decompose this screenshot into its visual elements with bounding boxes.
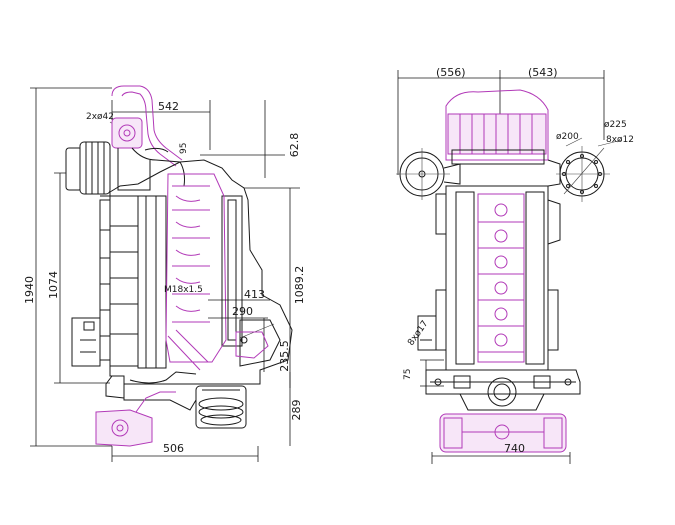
- front-base: [425, 369, 581, 411]
- side-oil-cooler: [95, 391, 176, 447]
- dim-top-offset: 62.8: [288, 133, 301, 158]
- dim-thread: M18x1.5: [164, 285, 203, 295]
- dim-bolt-holes: 2xø42: [86, 112, 114, 122]
- side-view: 1940 1074 542 2xø42 95 62.8: [23, 85, 306, 462]
- dim-bottom-740: 740: [504, 442, 525, 455]
- front-engine-block: [435, 185, 561, 371]
- dim-top-width: 542: [158, 100, 179, 113]
- dim-235: 235.5: [278, 340, 291, 372]
- dim-dia-225: ø225: [604, 120, 627, 130]
- dim-413: 413: [244, 288, 265, 301]
- side-bottom-pulley: [195, 385, 247, 429]
- dim-overall-height: 1940: [23, 276, 36, 304]
- dim-dia-200: ø200: [556, 132, 579, 142]
- dim-block-height: 1074: [47, 271, 60, 299]
- side-pulley: [65, 141, 111, 195]
- dim-75: 75: [403, 369, 413, 380]
- dim-left-width: (556): [436, 66, 466, 79]
- dim-289: 289: [290, 400, 303, 421]
- side-control-box: [71, 317, 101, 367]
- dim-holes-8x12: 8xø12: [606, 135, 634, 145]
- front-left-filter: [396, 148, 461, 200]
- front-turbo: [445, 89, 549, 165]
- front-exhaust-flange: [547, 137, 623, 202]
- dim-height-1089: 1089.2: [293, 266, 306, 305]
- front-view: (556) (543): [396, 66, 634, 464]
- front-oil-cooler: [439, 413, 567, 453]
- dim-right-width: (543): [528, 66, 558, 79]
- dim-290: 290: [232, 305, 253, 318]
- dim-offset-95: 95: [179, 143, 189, 154]
- side-cylinder-bays: [99, 195, 139, 367]
- dim-bottom-506: 506: [163, 442, 184, 455]
